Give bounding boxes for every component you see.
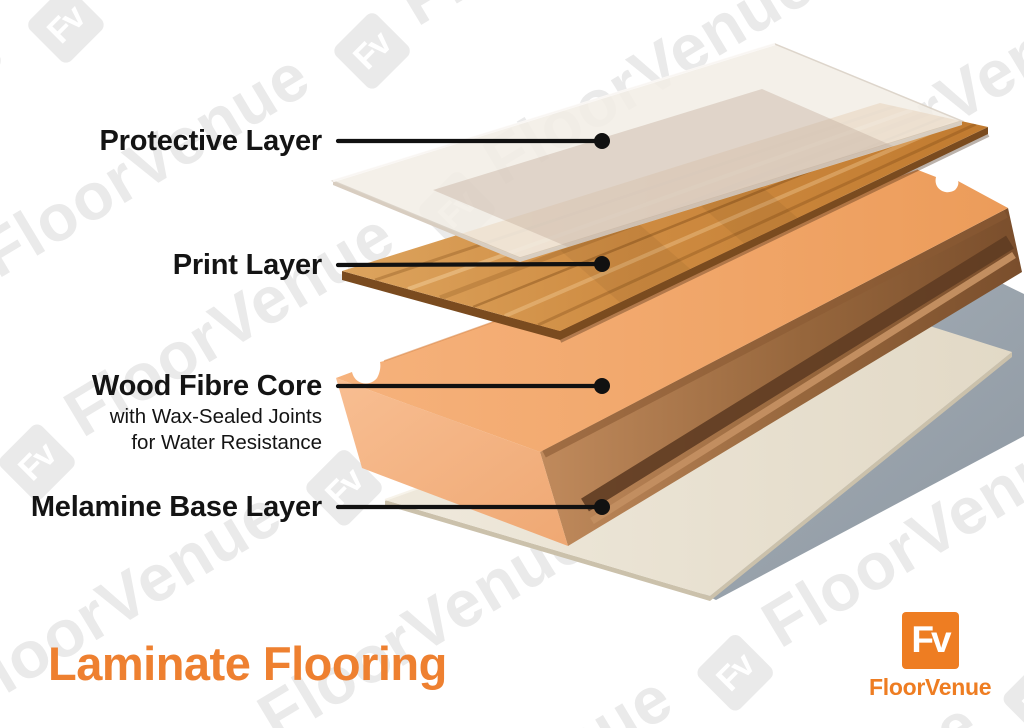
leader-melamine-base-layer <box>335 499 610 515</box>
label-print-layer: Print Layer <box>172 249 323 282</box>
label-subtitle: with Wax-Sealed Joints <box>109 405 322 428</box>
label-title: Melamine Base Layer <box>30 491 322 523</box>
label-wood-fibre-core: Wood Fibre Core with Wax-Sealed Joints f… <box>92 370 322 455</box>
brand-wordmark: FloorVenue <box>869 674 992 700</box>
leader-wood-fibre-core <box>335 378 610 394</box>
label-title: Protective Layer <box>99 125 323 157</box>
label-title: Wood Fibre Core <box>91 370 322 402</box>
label-protective-layer: Protective Layer <box>99 125 323 158</box>
protective-layer-shape <box>330 42 965 262</box>
floorvenue-logo-icon: Fv <box>901 612 959 669</box>
label-subtitle: for Water Resistance <box>131 431 322 454</box>
leader-protective-layer <box>335 133 610 149</box>
brand-logo: Fv FloorVenue <box>869 612 992 701</box>
label-title: Print Layer <box>172 249 323 281</box>
core-layer-shape <box>336 169 1022 546</box>
leader-print-layer <box>335 256 610 272</box>
label-melamine-base-layer: Melamine Base Layer <box>31 491 322 524</box>
page-title: Laminate Flooring <box>48 637 447 690</box>
